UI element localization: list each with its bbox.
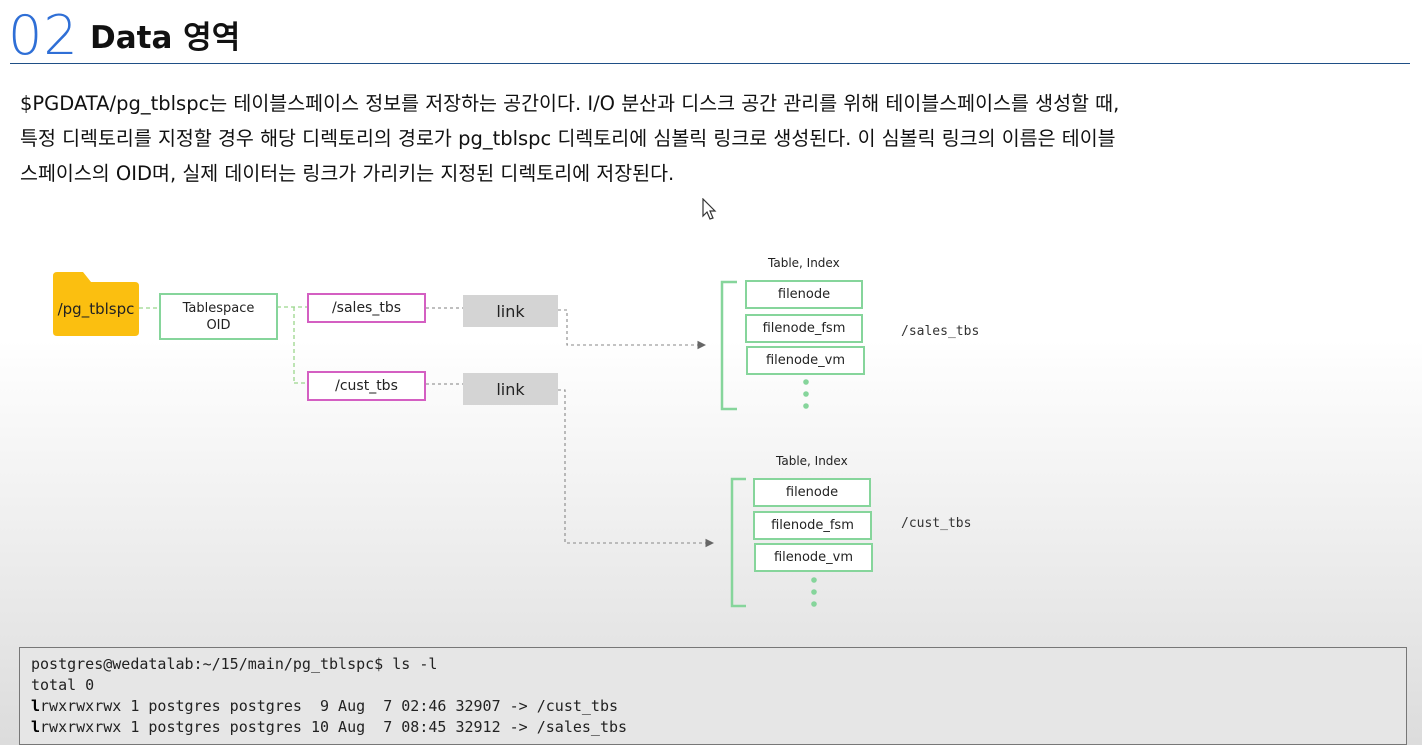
file-box: filenode_fsm	[753, 511, 872, 540]
terminal-line: postgres@wedatalab:~/15/main/pg_tblspc$ …	[31, 655, 438, 673]
tablespace-oid-box: Tablespace OID	[159, 293, 278, 340]
terminal-line: lrwxrwxrwx 1 postgres postgres 10 Aug 7 …	[31, 718, 628, 736]
slide-number: 02	[8, 4, 79, 67]
tablespace-oid-line: Tablespace	[182, 300, 255, 316]
terminal-line: total 0	[31, 676, 95, 694]
slide-title: Data 영역	[90, 20, 241, 56]
file-box: filenode	[745, 280, 863, 309]
link-box: link	[463, 373, 558, 405]
description-line: $PGDATA/pg_tblspc는 테이블스페이스 정보를 저장하는 공간이다…	[20, 92, 1120, 115]
description: $PGDATA/pg_tblspc는 테이블스페이스 정보를 저장하는 공간이다…	[20, 86, 1400, 191]
folder-label: /pg_tblspc	[57, 300, 135, 318]
mouse-cursor-icon	[702, 198, 717, 220]
group-header: Table, Index	[768, 256, 840, 270]
description-line: 특정 디렉토리를 지정할 경우 해당 디렉토리의 경로가 pg_tblspc 디…	[20, 127, 1116, 150]
target-dir-label: /cust_tbs	[901, 516, 972, 531]
sales-dir-box: /sales_tbs	[307, 293, 426, 323]
title-divider	[10, 63, 1410, 64]
link-box: link	[463, 295, 558, 327]
tablespace-oid-line: OID	[206, 317, 231, 333]
cust-dir-box: /cust_tbs	[307, 371, 426, 401]
file-box: filenode_vm	[746, 346, 865, 375]
file-box: filenode	[753, 478, 871, 507]
file-box: filenode_fsm	[745, 314, 863, 343]
terminal-line: lrwxrwxrwx 1 postgres postgres 9 Aug 7 0…	[31, 697, 618, 715]
target-dir-label: /sales_tbs	[901, 324, 980, 339]
terminal-output: postgres@wedatalab:~/15/main/pg_tblspc$ …	[19, 647, 1407, 745]
folder-icon	[53, 272, 139, 336]
group-header: Table, Index	[776, 454, 848, 468]
description-line: 스페이스의 OID며, 실제 데이터는 링크가 가리키는 지정된 디렉토리에 저…	[20, 162, 675, 185]
file-box: filenode_vm	[754, 543, 873, 572]
